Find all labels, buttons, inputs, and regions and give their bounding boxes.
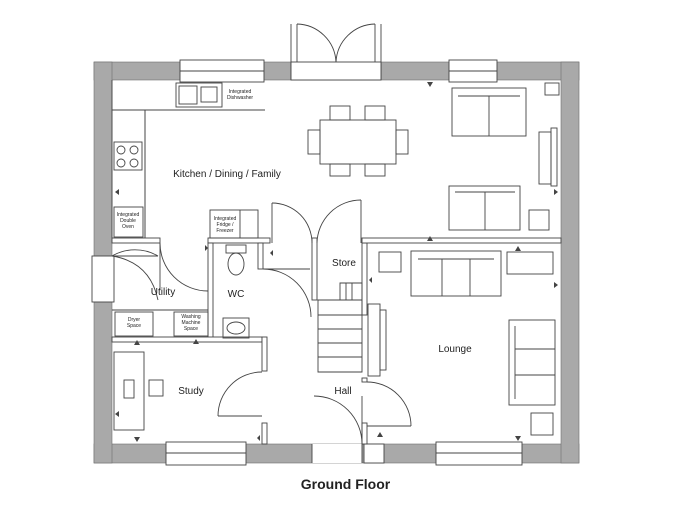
label-dryer-1: Dryer — [128, 317, 141, 323]
interior-walls — [111, 237, 562, 445]
label-washing-1: Washing — [181, 314, 200, 320]
dining-table — [307, 105, 409, 177]
label-fridge-3: Freezer — [216, 228, 234, 234]
label-washing-3: Space — [184, 326, 198, 332]
utility-appliances — [112, 309, 209, 337]
label-dishwasher-1: Integrated — [229, 89, 252, 95]
label-fridge-1: Integrated — [214, 216, 237, 222]
family-sofas — [448, 82, 560, 231]
interior-doors — [159, 199, 412, 445]
floor-caption: Ground Floor — [300, 476, 391, 492]
kitchen-counters — [111, 80, 265, 239]
label-hall: Hall — [334, 386, 351, 397]
wc-fixtures — [222, 244, 250, 339]
label-washing-2: Machine — [182, 320, 201, 326]
label-wc: WC — [228, 289, 245, 300]
staircase — [317, 282, 363, 373]
study-desk — [113, 351, 164, 431]
windows — [91, 59, 523, 466]
label-utility: Utility — [151, 287, 175, 298]
label-oven-3: Oven — [122, 224, 134, 230]
label-fridge-2: Fridge / — [217, 222, 235, 228]
label-store: Store — [332, 258, 356, 269]
french-doors — [290, 23, 382, 81]
label-study: Study — [178, 386, 204, 397]
markers — [115, 82, 558, 442]
label-dryer-2: Space — [127, 323, 141, 329]
label-kitchen: Kitchen / Dining / Family — [173, 169, 281, 180]
label-oven-2: Double — [120, 218, 136, 224]
label-dishwasher-2: Dishwasher — [227, 95, 253, 101]
label-lounge: Lounge — [438, 344, 472, 355]
lounge-furniture — [367, 250, 556, 436]
label-oven-1: Integrated — [117, 212, 140, 218]
